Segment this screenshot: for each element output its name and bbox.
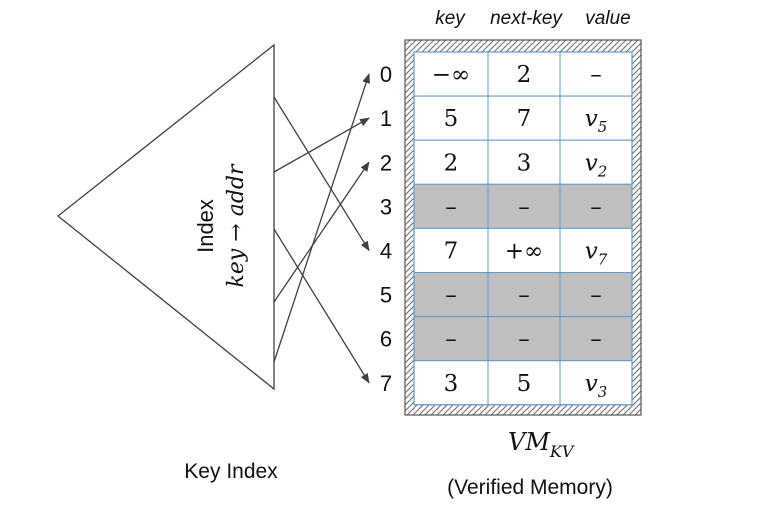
table-cell bbox=[559, 360, 633, 406]
index-arrow bbox=[273, 161, 370, 303]
cell-key: −∞ bbox=[432, 62, 470, 88]
cell-next-key: +∞ bbox=[505, 238, 543, 264]
key-index-triangle bbox=[56, 43, 275, 391]
memory-label-main: VM bbox=[508, 428, 551, 456]
cell-next-key: – bbox=[518, 283, 530, 309]
row-index-label: 7 bbox=[380, 371, 392, 396]
table-cell bbox=[413, 139, 489, 185]
index-arrow bbox=[273, 73, 370, 363]
cell-next-key: – bbox=[518, 327, 530, 353]
cell-value: v7 bbox=[585, 238, 608, 268]
cell-value: – bbox=[590, 327, 602, 353]
cell-key: 7 bbox=[444, 238, 459, 264]
index-arrow bbox=[273, 117, 370, 173]
cell-value: – bbox=[590, 62, 602, 88]
cell-key: – bbox=[445, 327, 457, 353]
cell-next-key: – bbox=[518, 194, 530, 220]
cell-key: – bbox=[445, 283, 457, 309]
table-cell bbox=[559, 139, 633, 185]
table-cell bbox=[413, 183, 489, 229]
index-arrows bbox=[273, 73, 370, 384]
row-index-label: 5 bbox=[380, 283, 392, 308]
cell-key: 3 bbox=[444, 371, 459, 397]
index-arrow bbox=[273, 228, 370, 384]
verified-memory-table: −∞ 2 – 5 7 v5 2 3 v2 – – – 7 +∞ v7 – – – – – – 3 5 v3 bbox=[413, 51, 633, 406]
cell-value: – bbox=[590, 283, 602, 309]
cell-next-key: 2 bbox=[517, 62, 532, 88]
table-cell bbox=[487, 183, 561, 229]
memory-caption: (Verified Memory) bbox=[447, 476, 613, 499]
column-header-next-key: next-key bbox=[490, 8, 563, 29]
cell-value: v3 bbox=[585, 371, 608, 401]
row-index-label: 2 bbox=[380, 150, 392, 175]
triangle-label-group: Index key → addr bbox=[193, 163, 249, 287]
cell-next-key: 7 bbox=[517, 106, 532, 132]
memory-row: 2 3 v2 bbox=[413, 139, 633, 185]
table-cell bbox=[487, 360, 561, 406]
cell-next-key: 3 bbox=[517, 150, 532, 176]
memory-row: −∞ 2 – bbox=[413, 51, 633, 97]
memory-label: VMKV bbox=[508, 428, 575, 461]
cell-next-key: 5 bbox=[517, 371, 532, 397]
cell-key: 5 bbox=[444, 106, 459, 132]
index-arrow bbox=[273, 96, 370, 252]
row-index-labels: 0 1 2 3 4 5 6 7 bbox=[380, 62, 392, 396]
triangle-title: Index bbox=[193, 199, 218, 253]
memory-row: 7 +∞ v7 bbox=[413, 227, 633, 273]
memory-row: ––– bbox=[413, 316, 633, 362]
triangle-formula: key → addr bbox=[224, 163, 249, 287]
row-index-label: 6 bbox=[380, 327, 392, 352]
cell-key: – bbox=[445, 194, 457, 220]
table-cell bbox=[487, 316, 561, 362]
table-cell bbox=[487, 95, 561, 141]
row-index-label: 0 bbox=[380, 62, 392, 87]
memory-row: 3 5 v3 bbox=[413, 360, 633, 406]
row-index-label: 3 bbox=[380, 194, 392, 219]
table-border bbox=[413, 51, 633, 406]
key-index-caption: Key Index bbox=[184, 460, 278, 483]
memory-label-sub: KV bbox=[549, 442, 575, 461]
row-index-label: 4 bbox=[380, 238, 392, 263]
column-header-key: key bbox=[435, 8, 466, 29]
column-header-value: value bbox=[585, 8, 630, 29]
memory-row: ––– bbox=[413, 272, 633, 318]
cell-value: v2 bbox=[585, 150, 608, 180]
cell-value: v5 bbox=[585, 106, 608, 136]
table-cell bbox=[487, 139, 561, 185]
table-cell bbox=[559, 95, 633, 141]
cell-value: – bbox=[590, 194, 602, 220]
cell-key: 2 bbox=[444, 150, 459, 176]
memory-row: 5 7 v5 bbox=[413, 95, 633, 141]
row-index-label: 1 bbox=[380, 106, 392, 131]
table-cell bbox=[559, 227, 633, 273]
memory-row: ––– bbox=[413, 183, 633, 229]
